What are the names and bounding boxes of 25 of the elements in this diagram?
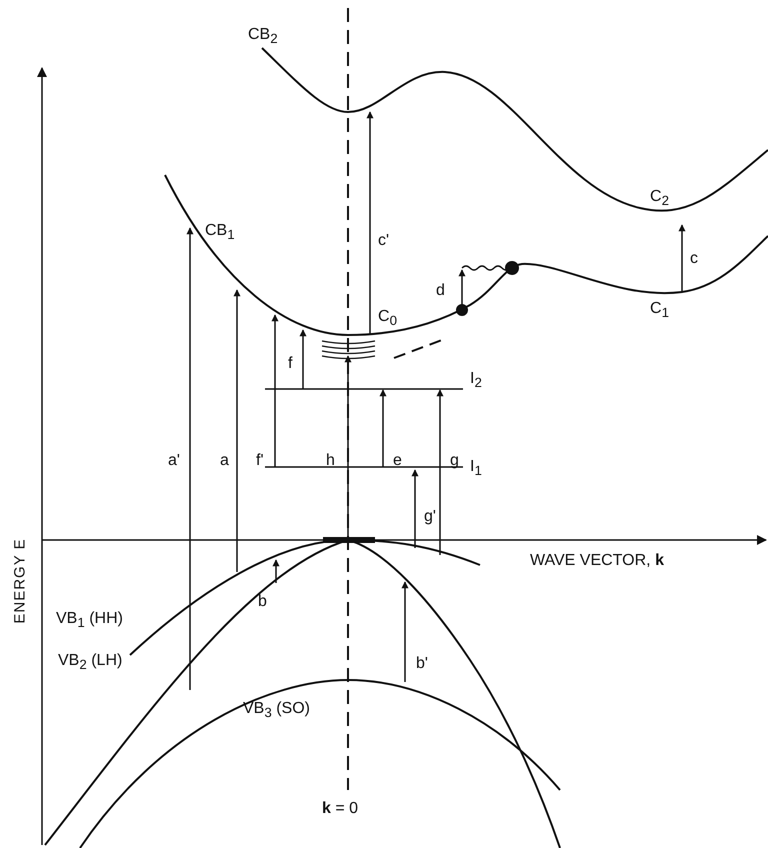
axis-label: WAVE VECTOR, k <box>530 552 664 570</box>
level-label: I$_{2}$ <box>470 370 482 392</box>
band-label: VB$_{1}$ (HH) <box>56 610 123 632</box>
transition-label: c' <box>378 232 390 250</box>
transition-label: b' <box>416 655 428 673</box>
transition-label: f' <box>256 452 264 470</box>
level-label: I$_{1}$ <box>470 458 482 480</box>
band-label: CB$_{2}$ <box>248 26 278 48</box>
transition-label: f <box>288 355 292 373</box>
point-label: C$_{1}$ <box>650 300 669 322</box>
axis-label: ENERGY E <box>12 538 30 624</box>
transition-label: e <box>393 452 402 470</box>
point-label: C$_{0}$ <box>378 308 397 330</box>
axis-label: k = 0 <box>322 800 358 818</box>
transition-label: a' <box>168 452 180 470</box>
transition-label: d <box>436 282 445 300</box>
band-label: CB$_{1}$ <box>205 222 235 244</box>
transition-label: c <box>690 250 698 268</box>
point-label: C$_{2}$ <box>650 188 669 210</box>
transition-label: a <box>220 452 229 470</box>
transition-label: b <box>258 593 267 611</box>
transition-label: h <box>326 452 335 470</box>
band-label: VB$_{3}$ (SO) <box>243 700 310 722</box>
band-label: VB$_{2}$ (LH) <box>58 652 122 674</box>
transition-label: g' <box>424 508 436 526</box>
